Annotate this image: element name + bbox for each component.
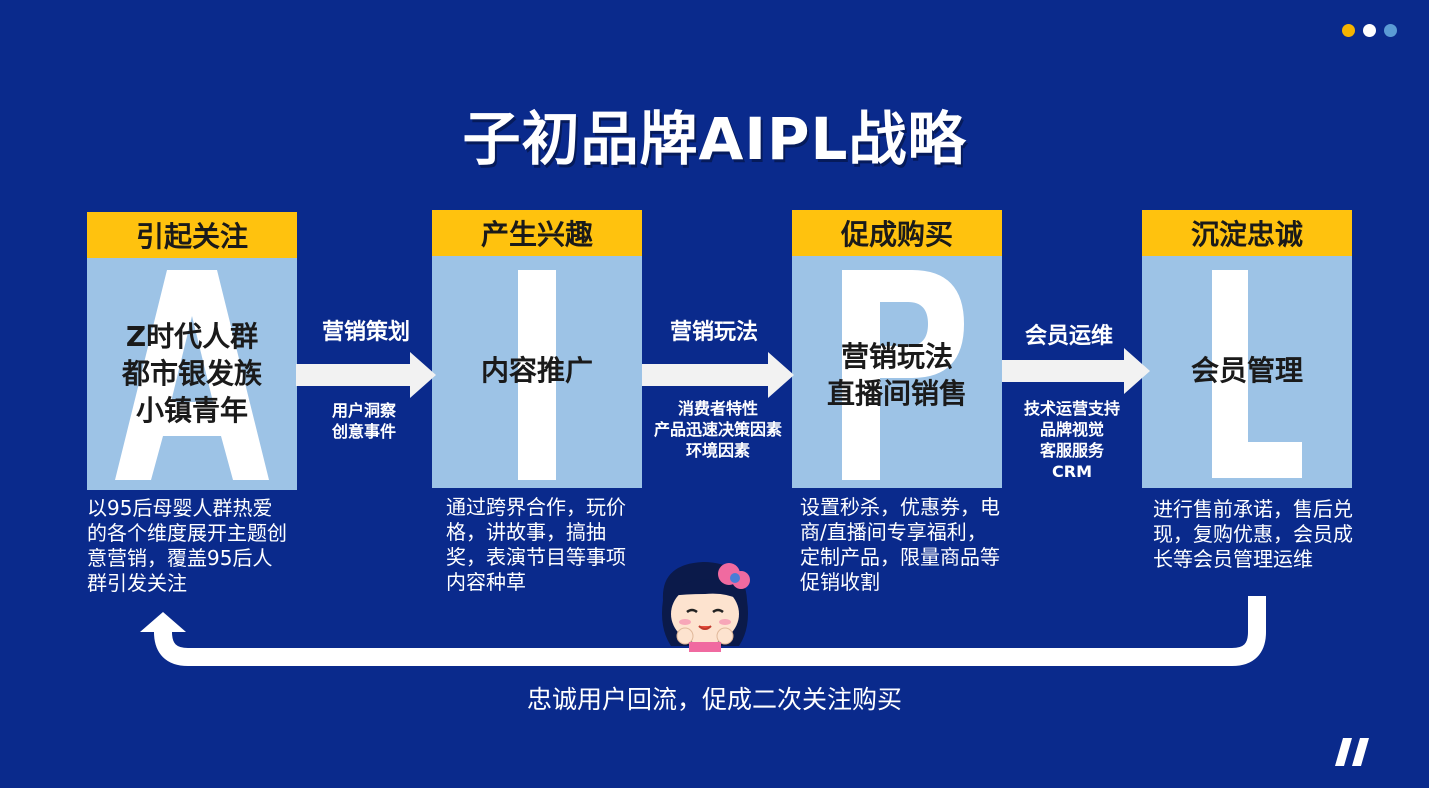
stage-l-body: 会员管理 [1142,256,1352,488]
arrow-sublabel: 技术运营支持 [1023,399,1120,418]
stage-l-header: 沉淀忠诚 [1142,210,1352,256]
mascot-girl-icon [662,562,750,652]
arrow-sublabel: CRM [1052,462,1092,481]
letter-l-graphic [1212,270,1302,478]
stage-i-body: 内容推广 [432,256,642,488]
stage-i: 产生兴趣 内容推广 [432,210,642,488]
stage-a-line: Z时代人群 [125,320,259,353]
letter-p-graphic [842,270,964,480]
stage-a-line: 都市银发族 [121,357,262,390]
stage-p-body: 营销玩法 直播间销售 [792,256,1002,488]
arrow-a-to-i [296,352,436,398]
stage-a-body: Z时代人群 都市银发族 小镇青年 [87,258,297,490]
stage-i-desc: 通过跨界合作，玩价格，讲故事，搞抽奖，表演节目等事项内容种草 [446,495,626,594]
stage-i-header: 产生兴趣 [432,210,642,256]
stage-p-line: 直播间销售 [826,377,967,410]
stage-a-desc: 以95后母婴人群热爱的各个维度展开主题创意营销，覆盖95后人群引发关注 [87,496,287,595]
stage-l-line: 会员管理 [1190,354,1303,387]
loop-text: 忠诚用户回流，促成二次关注购买 [526,685,902,714]
arrow-p-to-l [1002,348,1150,394]
stage-l: 沉淀忠诚 会员管理 [1142,210,1352,488]
stage-p-line: 营销玩法 [840,340,953,373]
stage-a-line: 小镇青年 [135,394,248,427]
arrow-sublabel: 产品迅速决策因素 [653,420,782,439]
arrow-sublabel: 客服服务 [1039,441,1104,460]
stage-a: 引起关注 Z时代人群 都市银发族 小镇青年 [87,212,297,490]
arrow-label: 营销策划 [321,320,410,345]
page-title: 子初品牌AIPL战略 [462,105,967,173]
arrow-sublabel: 用户洞察 [331,401,396,420]
slash-marks-icon [1335,738,1369,766]
arrow-sublabel: 消费者特性 [677,399,758,418]
decor-dot [1384,24,1397,37]
arrow-label: 会员运维 [1024,324,1113,349]
decor-dot [1342,24,1355,37]
arrow-label: 营销玩法 [669,320,758,345]
arrow-sublabel: 品牌视觉 [1039,420,1104,439]
stage-a-header: 引起关注 [87,212,297,258]
arrow-sublabel: 创意事件 [331,422,396,441]
decor-dot [1363,24,1376,37]
stage-p: 促成购买 营销玩法 直播间销售 [792,210,1002,488]
decor-dots [1342,24,1397,37]
arrow-i-to-p [642,352,794,398]
stage-l-desc: 进行售前承诺，售后兑现，复购优惠，会员成长等会员管理运维 [1153,497,1353,571]
stage-p-desc: 设置秒杀，优惠券，电商/直播间专享福利，定制产品，限量商品等促销收割 [800,495,1000,594]
letter-i-graphic [518,270,556,480]
stage-i-line: 内容推广 [480,354,593,387]
letter-a-graphic [115,270,269,480]
stage-p-header: 促成购买 [792,210,1002,256]
arrow-sublabel: 环境因素 [685,441,750,460]
